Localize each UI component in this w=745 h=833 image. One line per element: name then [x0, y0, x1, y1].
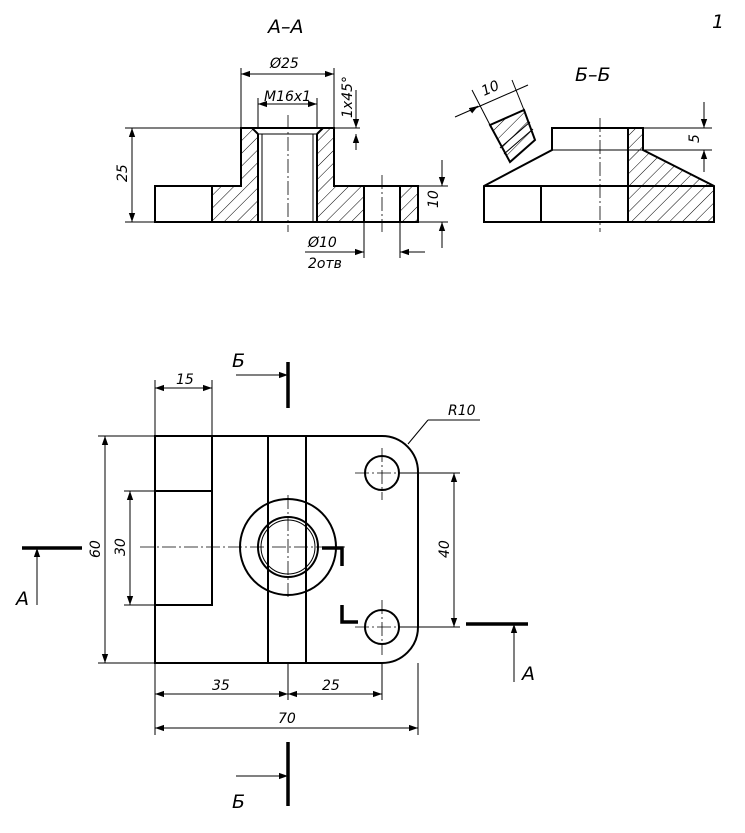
sheet-number: 1	[712, 11, 724, 33]
dim-hole-d10: Ø10	[307, 235, 337, 251]
section-aa-hatching	[212, 128, 418, 222]
dim-25: 25	[322, 678, 340, 694]
dim-60: 60	[88, 540, 104, 558]
section-bb-title: Б–Б	[575, 64, 611, 86]
dim-d25: Ø25	[269, 56, 299, 72]
section-aa-title: А–А	[266, 16, 304, 38]
cut-b-top-label: Б	[232, 350, 245, 372]
section-trace-aa-lower	[340, 605, 358, 624]
dim-35: 35	[212, 678, 230, 694]
dim-70: 70	[278, 711, 296, 727]
cut-b-bottom-label: Б	[232, 791, 245, 813]
dim-r10: R10	[448, 403, 476, 419]
dim-holes-count: 2отв	[308, 256, 342, 272]
dim-sleeve-10: 10	[479, 78, 502, 100]
plan-view: 15 R10 60 30 40 35 25 70 Б	[14, 350, 535, 813]
dim-chamfer: 1x45°	[340, 76, 356, 118]
section-aa: А–А Ø25 M16x1	[115, 16, 448, 272]
dim-height-25: 25	[115, 164, 131, 182]
dim-thread: M16x1	[264, 89, 311, 105]
section-aa-outline	[154, 127, 419, 223]
plan-left-boss	[155, 436, 213, 606]
cut-a-left-label: А	[14, 588, 29, 610]
dim-30: 30	[113, 538, 129, 556]
dim-flange-10: 10	[426, 190, 442, 208]
section-bb: Б–Б 10 5	[454, 64, 715, 232]
section-trace-aa-upper	[322, 546, 344, 566]
section-bb-sleeve	[488, 108, 537, 164]
dim-bb-5: 5	[687, 134, 703, 143]
plan-outline	[154, 435, 419, 664]
dim-40: 40	[437, 540, 453, 558]
dim-15: 15	[176, 372, 194, 388]
cut-a-right-label: А	[520, 663, 535, 685]
